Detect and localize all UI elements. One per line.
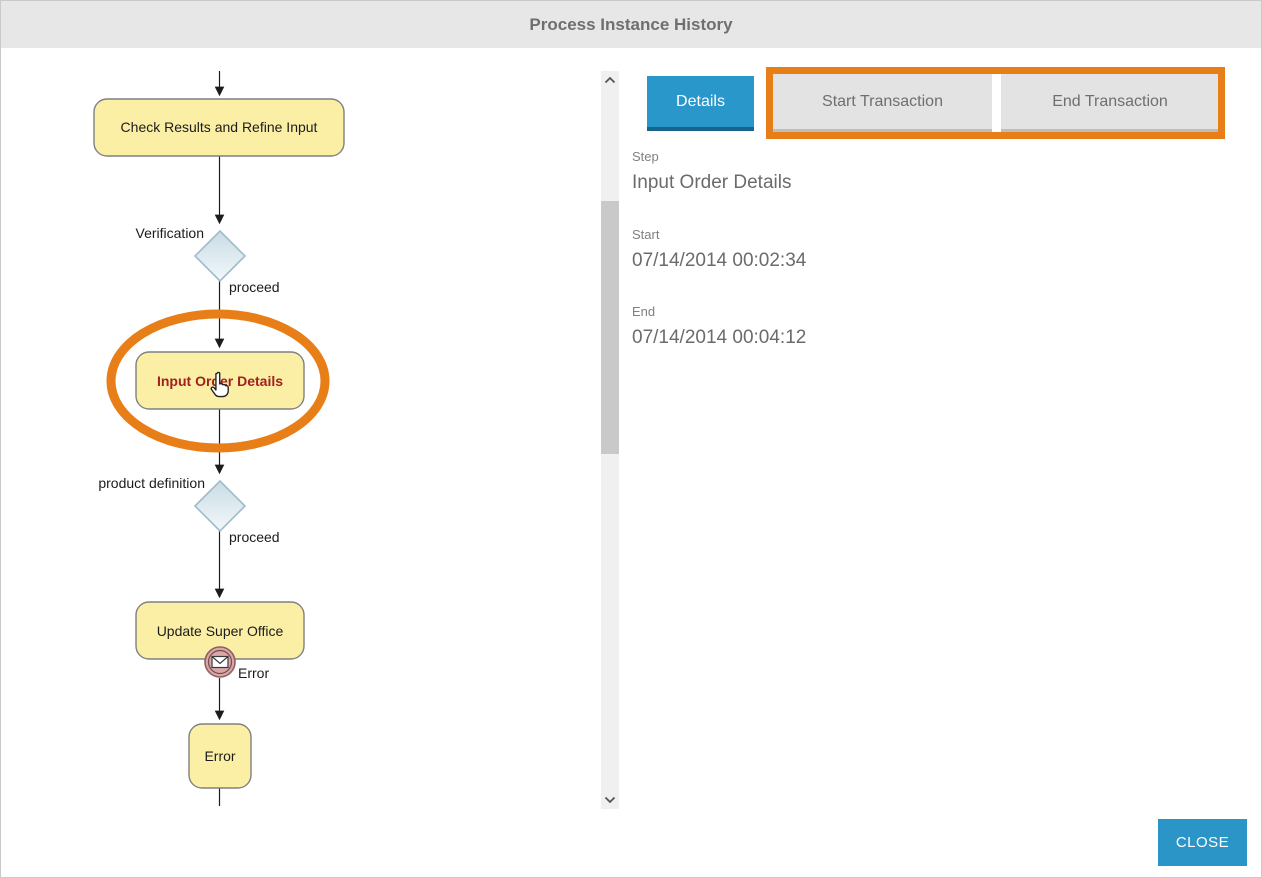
- dialog-title: Process Instance History: [529, 14, 733, 34]
- step-label: Step: [632, 149, 659, 164]
- cursor-icon: [210, 371, 229, 398]
- task-label: Error: [204, 748, 235, 764]
- scroll-down-button[interactable]: [601, 791, 619, 809]
- start-label: Start: [632, 227, 660, 242]
- gateway-verification[interactable]: [193, 229, 247, 283]
- gateway-verification-label: Verification: [136, 225, 204, 241]
- gateway-product-definition[interactable]: [193, 479, 247, 533]
- process-flow-diagram: Check Results and Refine Input Verificat…: [93, 71, 345, 806]
- boundary-error-label: Error: [238, 665, 269, 681]
- tab-details[interactable]: Details: [647, 76, 754, 131]
- task-label: Update Super Office: [157, 623, 284, 639]
- close-button[interactable]: CLOSE: [1158, 819, 1247, 866]
- chevron-up-icon: [604, 76, 616, 84]
- envelope-icon: [204, 646, 236, 678]
- edge-label-proceed-1: proceed: [229, 279, 280, 295]
- end-value: 07/14/2014 00:04:12: [632, 327, 807, 348]
- annotation-ellipse: [106, 309, 330, 453]
- dialog-titlebar: Process Instance History: [1, 1, 1261, 48]
- chevron-down-icon: [604, 796, 616, 804]
- task-error[interactable]: Error: [188, 723, 252, 789]
- edge-label-proceed-2: proceed: [229, 529, 280, 545]
- scrollbar-thumb[interactable]: [601, 201, 619, 454]
- tab-start-transaction[interactable]: Start Transaction: [773, 74, 992, 132]
- task-check-results-and-refine-input[interactable]: Check Results and Refine Input: [93, 98, 345, 157]
- step-value: Input Order Details: [632, 172, 792, 193]
- task-label: Check Results and Refine Input: [121, 119, 318, 135]
- scroll-up-button[interactable]: [601, 71, 619, 89]
- end-label: End: [632, 304, 656, 319]
- gateway-product-definition-label: product definition: [98, 475, 205, 491]
- diagram-scrollbar[interactable]: [601, 71, 619, 809]
- start-value: 07/14/2014 00:02:34: [632, 250, 807, 271]
- tab-end-transaction[interactable]: End Transaction: [1001, 74, 1219, 132]
